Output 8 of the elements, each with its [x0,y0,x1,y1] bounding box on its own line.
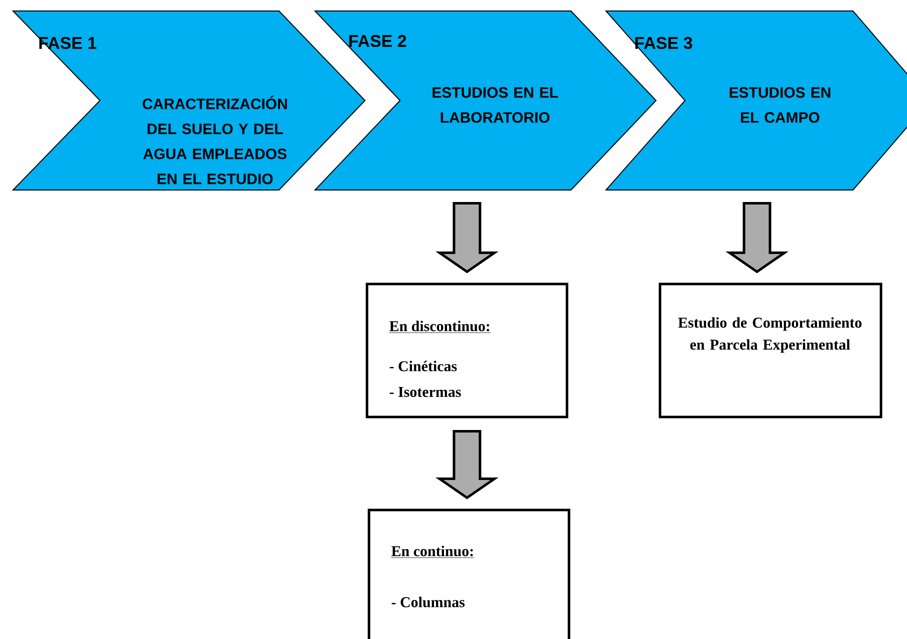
chevron-step: FASE 3 ESTUDIOS EN EL CAMPO [604,10,907,190]
block-arrow [726,202,789,274]
text-box: En continuo: - Columnas [368,508,570,639]
block-arrow [436,202,499,274]
node-label: ESTUDIOS EN EL CAMPO [730,87,830,123]
text-box: Estudio de Comportamiento en Parcela Experimental [658,282,882,418]
block-arrow [436,430,499,500]
text-box: En discontinuo: - Cinéticas - Isotermas [366,282,568,418]
